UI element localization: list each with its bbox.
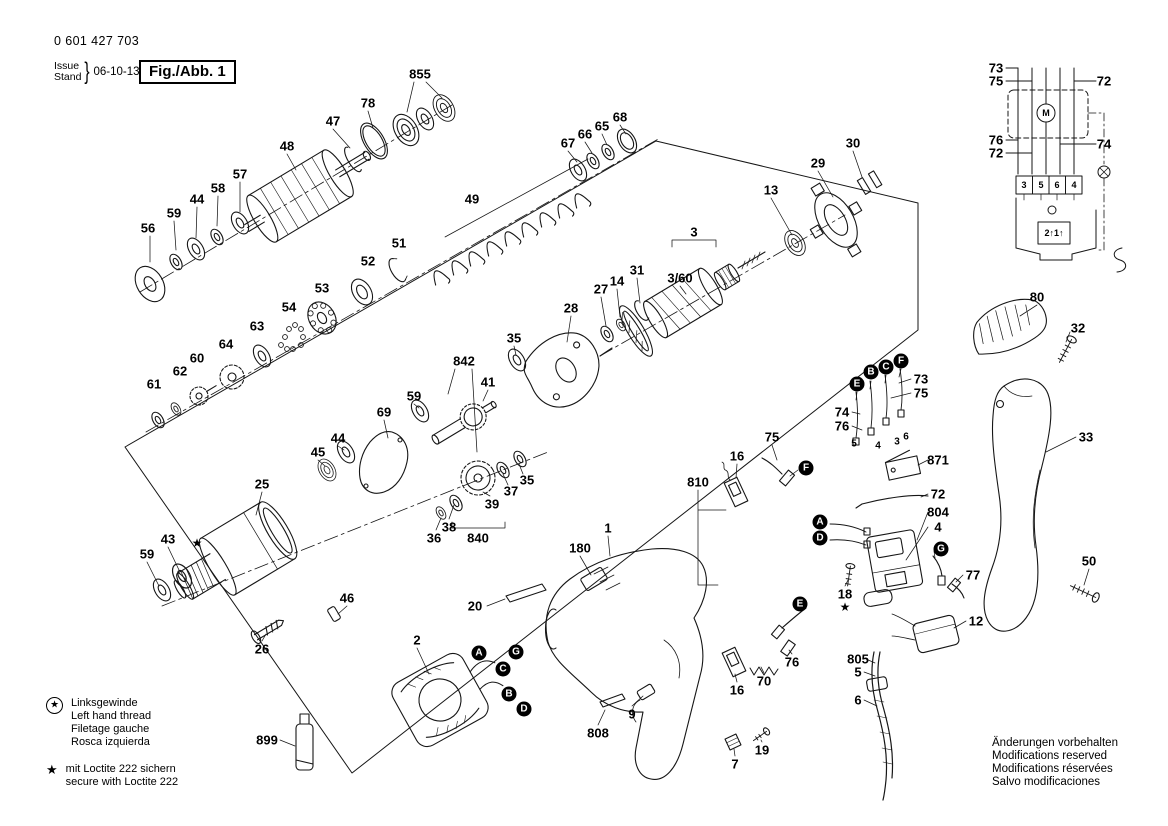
stand-label: Stand xyxy=(54,71,82,83)
gear-train-assembly xyxy=(313,345,530,522)
centerlines xyxy=(139,104,846,607)
screw-26 xyxy=(250,619,284,645)
motor-housing-assembly xyxy=(505,548,707,780)
issue-label: Issue xyxy=(54,60,80,72)
gasket xyxy=(358,430,409,494)
rotor-shaft-assembly xyxy=(134,90,460,303)
notice-line: Modifications reserved xyxy=(992,750,1108,762)
spindle-housing-assembly xyxy=(149,501,341,645)
document-part-number: 0 601 427 703 xyxy=(54,34,140,48)
handle-assembly xyxy=(973,298,1100,632)
legend-line: Linksgewinde xyxy=(71,697,138,709)
switch-assembly xyxy=(829,368,965,801)
legend-line: Filetage gauche xyxy=(71,723,150,735)
notice-line: Salvo modificaciones xyxy=(992,776,1101,788)
leader-lines xyxy=(146,81,1090,757)
brace-glyph: } xyxy=(84,58,91,85)
legend-loctite: ★ mit Loctite 222 sichern secure with Lo… xyxy=(46,763,178,789)
issue-block: Issue Stand } 06-10-13 xyxy=(54,58,140,86)
legend-line: Left hand thread xyxy=(71,710,152,722)
brush-assembly xyxy=(721,457,807,751)
grease-tube xyxy=(295,713,314,771)
legend-line: secure with Loctite 222 xyxy=(65,776,179,788)
figure-label: Fig./Abb. 1 xyxy=(139,60,236,84)
legend-left-hand-thread: ★ Linksgewinde Left hand thread Filetage… xyxy=(46,697,151,749)
stator-assembly xyxy=(391,652,504,748)
modifications-notice: Änderungen vorbehalten Modifications res… xyxy=(992,737,1118,789)
intermediate-shaft-assembly xyxy=(148,128,638,431)
spring-washer-set xyxy=(428,189,593,290)
notice-line: Änderungen vorbehalten xyxy=(992,737,1118,749)
armature-assembly xyxy=(523,170,883,408)
notice-line: Modifications réservées xyxy=(992,763,1113,775)
circle-star-icon: ★ xyxy=(46,697,63,714)
issue-date: 06-10-13 xyxy=(93,66,140,78)
wiring-schematic xyxy=(1005,67,1127,273)
legend-line: mit Loctite 222 sichern xyxy=(65,763,176,775)
legend-line: Rosca izquierda xyxy=(71,736,150,748)
bearing-balls xyxy=(278,322,306,352)
star-icon: ★ xyxy=(46,762,58,777)
